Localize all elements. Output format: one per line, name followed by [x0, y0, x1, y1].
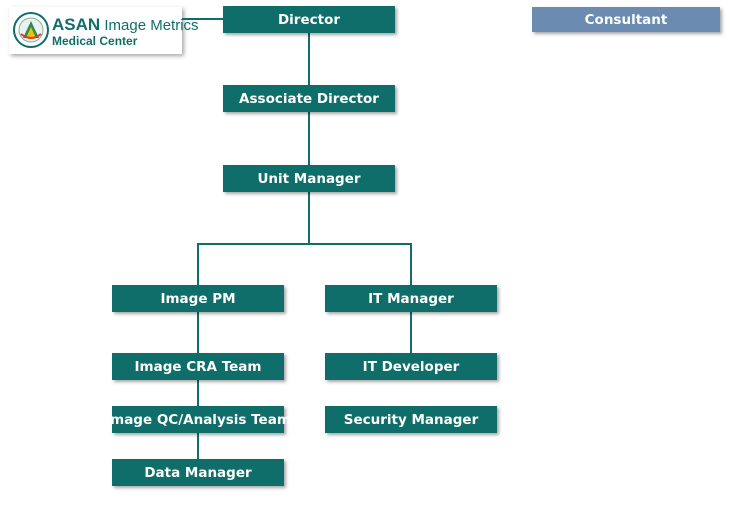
node-security-manager: Security Manager [325, 406, 497, 433]
node-image-qc-analysis-team: Image QC/Analysis Team [105, 406, 291, 433]
connector-associate-unit [308, 112, 310, 165]
node-image-pm: Image PM [112, 285, 284, 312]
connector-branch-image-pm [197, 243, 199, 286]
connector-qc-data [197, 433, 199, 460]
logo-product: Image Metrics [104, 17, 199, 34]
connector-director-associate [308, 33, 310, 86]
node-data-manager: Data Manager [112, 459, 284, 486]
connector-branch-horizontal [197, 243, 412, 245]
node-director: Director [223, 6, 395, 33]
logo-subtitle: Medical Center [52, 34, 138, 48]
logo-brand: ASAN [52, 15, 101, 34]
connector-branch-it-manager [410, 243, 412, 286]
asan-logo: ASAN Image Metrics Medical Center [9, 7, 199, 54]
asan-emblem-icon [13, 12, 49, 48]
connector-logo-director [182, 18, 224, 20]
connector-cra-qc [197, 380, 199, 407]
node-it-developer: IT Developer [325, 353, 497, 380]
node-consultant: Consultant [532, 7, 720, 32]
connector-it-manager-developer [410, 312, 412, 354]
node-it-manager: IT Manager [325, 285, 497, 312]
node-associate-director: Associate Director [223, 85, 395, 112]
node-image-cra-team: Image CRA Team [112, 353, 284, 380]
node-unit-manager: Unit Manager [223, 165, 395, 192]
connector-unit-branch [308, 192, 310, 244]
connector-image-pm-cra [197, 312, 199, 354]
